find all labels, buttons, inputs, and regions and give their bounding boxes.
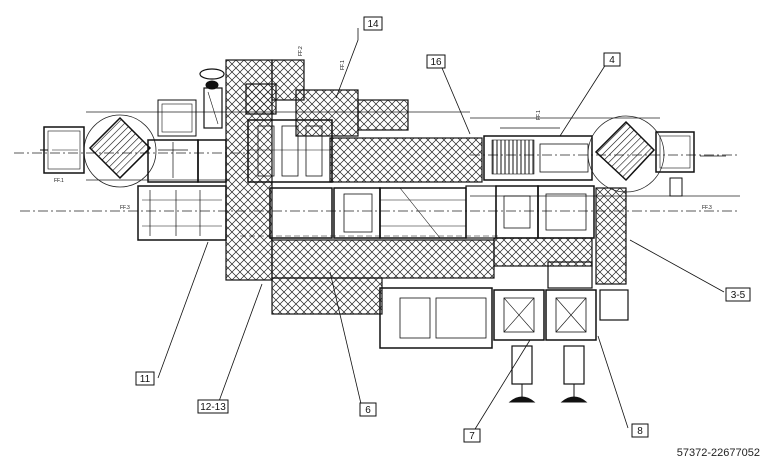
flow-label-ff1-right: FF.1: [536, 110, 542, 120]
svg-text:3-5: 3-5: [731, 290, 746, 301]
left-heat-exchanger: [83, 114, 157, 188]
callout-11: 11: [135, 371, 155, 386]
callout-6: 6: [359, 402, 377, 417]
lower-units: [379, 287, 629, 403]
motor-top: [199, 68, 225, 129]
right-heat-exchanger: [587, 115, 665, 193]
svg-text:7: 7: [469, 431, 475, 442]
outlet-duct: [655, 131, 726, 197]
callout-14: 14: [363, 16, 383, 31]
flow-label-ff1-top: FF.1: [340, 60, 346, 70]
watermark-text: 57372-22677052: [676, 447, 760, 459]
svg-text:6: 6: [365, 405, 371, 416]
inlet-duct: [40, 126, 85, 174]
flow-label-ff3-left: FF.3: [120, 205, 130, 211]
callout-16: 16: [426, 54, 446, 69]
svg-text:12-13: 12-13: [200, 402, 226, 413]
hatched-structure: [225, 59, 627, 315]
flow-label-ff1-left: FF.1: [54, 178, 64, 184]
leader-lines: [157, 28, 725, 435]
svg-text:16: 16: [430, 57, 442, 68]
svg-text:4: 4: [609, 55, 615, 66]
callout-3-5: 3-5: [725, 287, 751, 302]
svg-text:14: 14: [367, 19, 379, 30]
callout-4: 4: [603, 52, 621, 67]
svg-text:11: 11: [140, 374, 151, 385]
svg-text:8: 8: [637, 426, 643, 437]
callout-7: 7: [463, 428, 481, 443]
flow-label-ff2-top: FF.2: [298, 46, 304, 56]
finned-section: [483, 127, 593, 181]
callout-12-13: 12-13: [197, 399, 229, 414]
flow-label-ff3-right: FF.3: [702, 205, 712, 211]
left-lower-chamber: [137, 185, 227, 241]
callout-8: 8: [631, 423, 649, 438]
central-equipment: [240, 119, 595, 289]
left-fan-box: [147, 99, 227, 183]
